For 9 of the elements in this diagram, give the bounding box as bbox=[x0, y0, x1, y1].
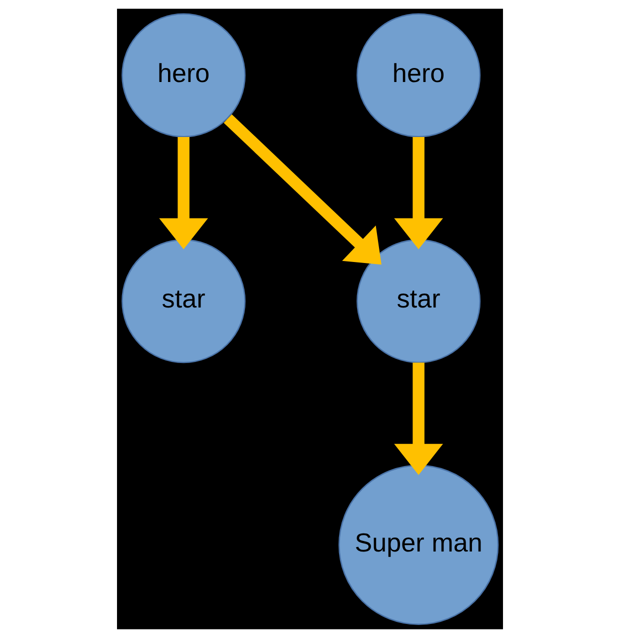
node-circle: star bbox=[122, 239, 246, 364]
node-circle: hero bbox=[356, 13, 481, 138]
arrow bbox=[394, 362, 444, 475]
node-circle: Super man bbox=[338, 464, 499, 625]
arrow bbox=[224, 114, 382, 265]
arrow bbox=[394, 137, 444, 250]
node-circle: star bbox=[356, 239, 481, 364]
node-circle: hero bbox=[122, 13, 246, 138]
arrow bbox=[159, 137, 208, 250]
